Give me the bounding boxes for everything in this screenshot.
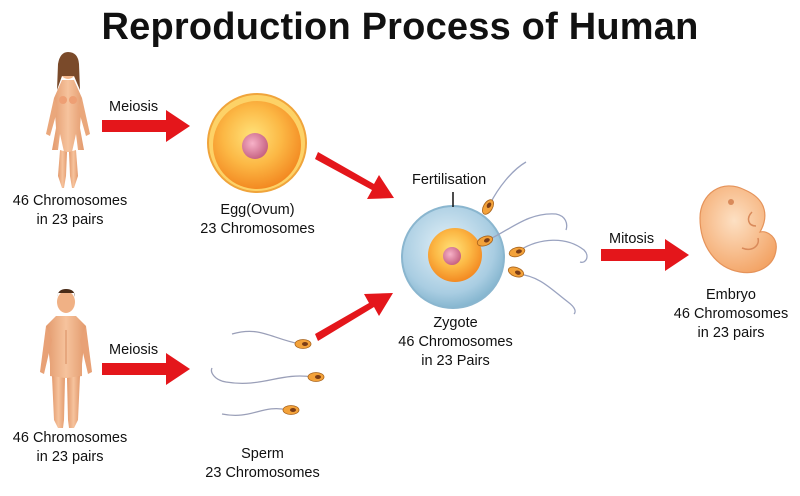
arrows (102, 110, 689, 385)
mitosis-label: Mitosis (609, 231, 655, 247)
arrow-egg-to-zygote (315, 152, 394, 199)
arrow-meiosis-top (102, 110, 190, 142)
arrow-mitosis (601, 239, 689, 271)
male-label: 46 Chromosomes in 23 pairs (12, 430, 128, 465)
zygote-cell-icon (401, 192, 505, 309)
page-title: Reproduction Process of Human (101, 6, 699, 48)
female-body-icon (46, 52, 90, 188)
meiosis-top-label: Meiosis (109, 99, 159, 115)
sperm-cells-icon (210, 330, 314, 416)
zygote-sperms-icon (487, 161, 588, 315)
embryo-label: Embryo 46 Chromosomes in 23 pairs (673, 287, 789, 341)
egg-label: Egg(Ovum) 23 Chromosomes (200, 202, 315, 237)
arrow-sperm-to-zygote (315, 293, 393, 341)
meiosis-bottom-label: Meiosis (109, 342, 159, 358)
embryo-icon (699, 185, 777, 274)
zygote-label: Zygote 46 Chromosomes in 23 Pairs (398, 315, 513, 369)
egg-cell-icon (207, 93, 307, 193)
fertilisation-label: Fertilisation (412, 172, 487, 188)
sperm-label: Sperm 23 Chromosomes (205, 446, 320, 481)
female-label: 46 Chromosomes in 23 pairs (12, 193, 128, 228)
male-body-icon (40, 289, 92, 428)
arrow-meiosis-bottom (102, 353, 190, 385)
